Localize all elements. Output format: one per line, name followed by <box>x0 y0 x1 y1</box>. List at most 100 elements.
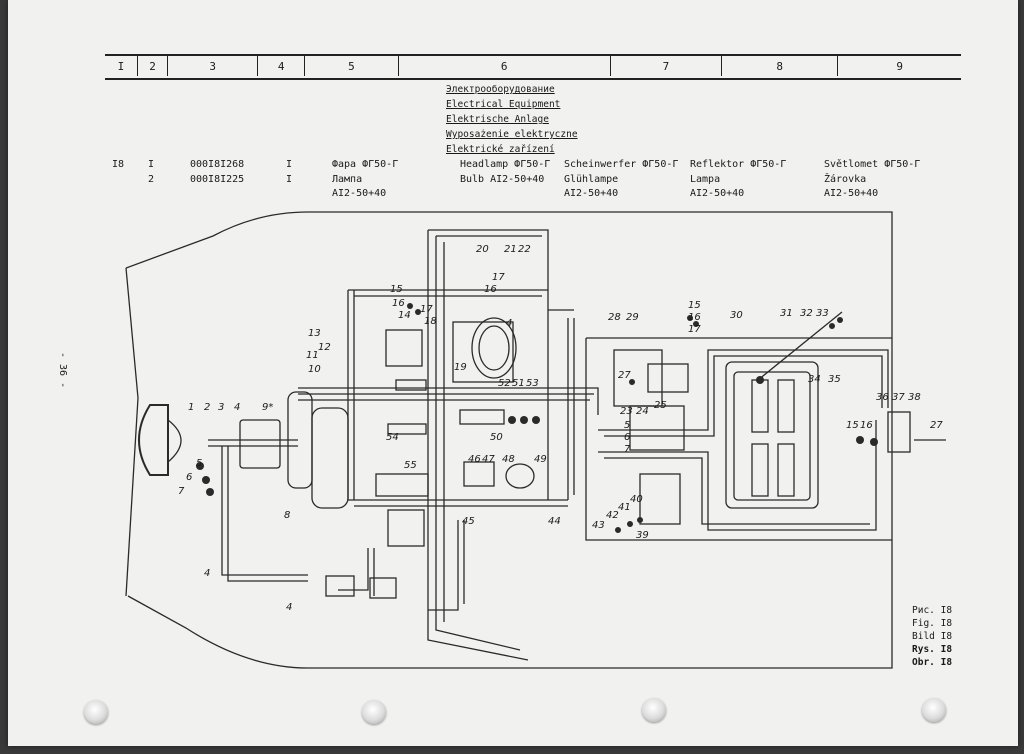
callout: 33 <box>816 308 829 319</box>
callout: 16 <box>688 312 701 323</box>
callout: 53 <box>526 378 539 389</box>
name-ru: Лампа <box>332 174 363 185</box>
callout: 49 <box>534 454 547 465</box>
callout: 5 <box>624 420 630 431</box>
column-header: 4 <box>257 56 304 76</box>
callout: 20 <box>476 244 489 255</box>
callout: 8 <box>284 510 290 521</box>
name-ru: Фара ФГ50-Г <box>332 159 399 170</box>
callout: 31 <box>780 308 793 319</box>
name-cs: Žárovka <box>824 174 867 185</box>
callout: 17 <box>420 304 433 315</box>
callout: 48 <box>502 454 515 465</box>
callout: 21 <box>504 244 517 255</box>
part-number: 000I8I268 <box>190 159 245 170</box>
callout: 16 <box>484 284 497 295</box>
callout: 4 <box>506 318 512 329</box>
callout: 3 <box>218 402 224 413</box>
name-en: Bulb AI2-50+40 <box>460 174 545 185</box>
quantity: I <box>286 159 293 170</box>
figure-caption: Рис. I8 Fig. I8 Bild I8 Rys. I8 Obr. I8 <box>912 604 952 669</box>
callout: 40 <box>630 494 643 505</box>
callout: 54 <box>386 432 399 443</box>
callout: 32 <box>800 308 813 319</box>
callout: 16 <box>860 420 873 431</box>
callout: 38 <box>908 392 921 403</box>
callout: 45 <box>462 516 475 527</box>
callout: 46 <box>468 454 481 465</box>
callout: 43 <box>592 520 605 531</box>
binder-hole <box>84 700 108 724</box>
callout: 7 <box>178 486 185 497</box>
callout: 6 <box>186 472 192 483</box>
callout: 27 <box>618 370 631 381</box>
position-number: I <box>148 159 155 170</box>
callout: 15 <box>846 420 859 431</box>
callout: 16 <box>392 298 405 309</box>
position-number: 2 <box>148 174 155 185</box>
callout: 39 <box>636 530 649 541</box>
name-cs: Světlomet ФГ50-Г <box>824 159 921 170</box>
callout: 19 <box>454 362 467 373</box>
name-pl: Lampa <box>690 174 721 185</box>
callout: 9* <box>262 402 273 413</box>
title-de: Elektrische Anlage <box>446 114 549 125</box>
callout: 27 <box>930 420 943 431</box>
callout: 41 <box>618 502 631 513</box>
callout: 2 <box>204 402 210 413</box>
callout: 11 <box>306 350 319 361</box>
column-header: 7 <box>609 56 721 76</box>
callout: 44 <box>548 516 561 527</box>
column-header: I <box>117 59 125 73</box>
caption-en: Fig. I8 <box>912 618 953 629</box>
figure-number: I8 <box>112 159 125 170</box>
name-cs-spec: AI2-50+40 <box>824 188 879 199</box>
name-de: Glühlampe <box>564 174 619 185</box>
callout: 52 <box>498 378 511 389</box>
caption-de: Bild I8 <box>912 631 953 642</box>
callout: 17 <box>688 324 701 335</box>
title-cs: Elektrické zařízení <box>446 144 555 155</box>
column-header-table: I 2 3 4 5 6 7 8 9 <box>105 54 961 80</box>
caption-ru: Рис. I8 <box>912 605 953 616</box>
name-de-spec: AI2-50+40 <box>564 188 619 199</box>
column-header: 5 <box>304 56 397 76</box>
callout: 15 <box>688 300 701 311</box>
callout: 4 <box>204 568 210 579</box>
callout: 47 <box>482 454 495 465</box>
name-pl-spec: AI2-50+40 <box>690 188 745 199</box>
column-header: 2 <box>136 56 167 76</box>
callout: 18 <box>424 316 437 327</box>
callout: 51 <box>512 378 525 389</box>
callout: 24 <box>636 406 649 417</box>
callout: 30 <box>730 310 743 321</box>
column-header: 9 <box>837 56 961 76</box>
callout: 6 <box>624 432 630 443</box>
caption-pl: Rys. I8 <box>912 644 953 655</box>
binder-hole <box>642 698 666 722</box>
callout: 12 <box>318 342 331 353</box>
wiring-diagram: 1 2 3 4 4 4 5 6 7 8 9* 10 11 12 13 14 15… <box>125 211 946 669</box>
callout: 1 <box>188 402 194 413</box>
caption-cs: Obr. I8 <box>912 657 953 668</box>
callout: 55 <box>404 460 417 471</box>
callout: 50 <box>490 432 503 443</box>
callout: 4 <box>234 402 240 413</box>
callout: 23 <box>620 406 633 417</box>
name-de: Scheinwerfer ФГ50-Г <box>564 159 679 170</box>
binder-hole <box>922 698 946 722</box>
title-pl: Wyposażenie elektryczne <box>446 129 578 140</box>
column-header: 3 <box>167 56 257 76</box>
binder-hole <box>362 700 386 724</box>
quantity: I <box>286 174 293 185</box>
callout: 29 <box>626 312 639 323</box>
callout: 22 <box>518 244 531 255</box>
title-ru: Электрооборудование <box>446 84 555 95</box>
callout: 17 <box>492 272 505 283</box>
callout: 34 <box>808 374 821 385</box>
callout: 7 <box>624 444 631 455</box>
name-en: Headlamp ФГ50-Г <box>460 159 551 170</box>
hood-outline <box>125 211 893 669</box>
callout: 4 <box>286 602 292 613</box>
callout: 28 <box>608 312 621 323</box>
